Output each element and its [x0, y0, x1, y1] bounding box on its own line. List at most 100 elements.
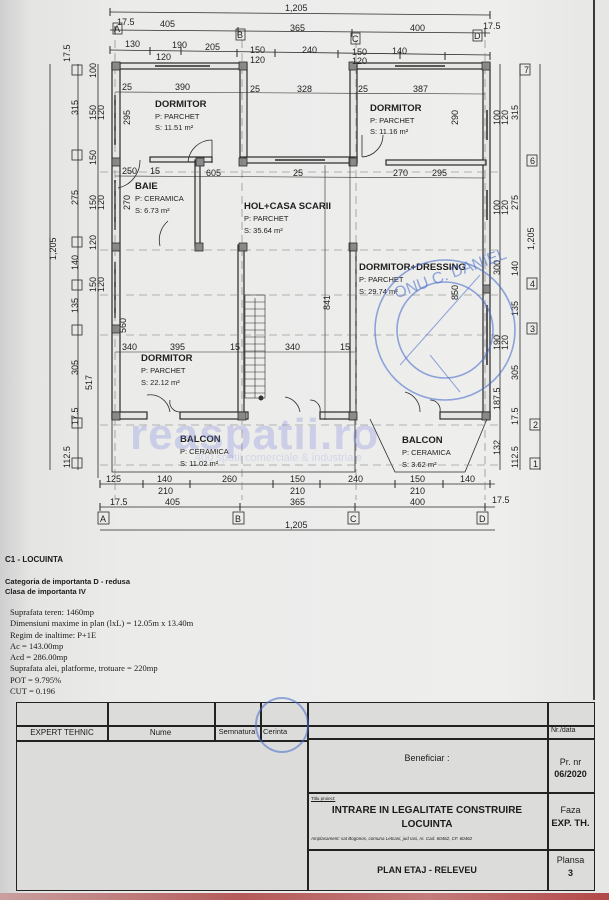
dim-interior: 15: [340, 342, 350, 352]
room-name: DORMITOR: [370, 103, 422, 114]
dim-bottom: 150: [290, 474, 305, 484]
name-label: Nume: [149, 728, 172, 737]
sheet-border: [593, 0, 595, 700]
axis-label-d-bottom: D: [479, 514, 486, 524]
sheet-number: 3: [567, 868, 573, 878]
axis-label-a-bottom: A: [100, 514, 106, 524]
dim-left: 315: [70, 100, 80, 115]
dim-interior: 390: [175, 82, 190, 92]
dim-top: 205: [205, 42, 220, 52]
param-line: POT = 9.795%: [10, 674, 62, 685]
dim-overall-height: 1,205: [48, 237, 58, 260]
dim-right: 187.5: [492, 387, 502, 410]
dim-top: 240: [302, 45, 317, 55]
dim-top: 17.5: [483, 21, 501, 31]
project-title-line1: INTRARE IN LEGALITATE CONSTRUIRE: [331, 805, 523, 816]
importance-category: Categoria de importanta D - redusa: [5, 577, 131, 586]
room-area: S: 11.51 m²: [155, 123, 194, 132]
param-line: CUT = 0.196: [10, 686, 56, 697]
dim-interior: 295: [122, 110, 132, 125]
dim-right: 315: [510, 105, 520, 120]
dim-bottom: 240: [348, 474, 363, 484]
room-area: S: 29.74 m²: [359, 287, 398, 296]
dim-top: 140: [392, 46, 407, 56]
phase-value: EXP. TH.: [551, 818, 590, 829]
dim-bottom: 150: [410, 474, 425, 484]
dim-right: 140: [510, 261, 520, 276]
axis-label-c-bottom: C: [350, 514, 357, 524]
expert-label: EXPERT TEHNIC: [30, 728, 94, 737]
dim-interior: 387: [413, 84, 428, 94]
location-text: Amplasament: sat Bogonos, comuna Letcani…: [311, 836, 473, 841]
dim-interior: 15: [230, 342, 240, 352]
dim-bottom: 140: [157, 474, 172, 484]
phase-label: Faza: [560, 805, 581, 815]
dim-right: 100: [492, 200, 502, 215]
dim-left: 150: [88, 195, 98, 210]
room-floor: P: PARCHET: [141, 366, 186, 375]
room-name: HOL+CASA SCARII: [244, 201, 331, 212]
dim-top: 120: [352, 56, 367, 66]
axis-label-1: 1: [533, 459, 538, 469]
dim-overall-width: 1,205: [285, 3, 308, 13]
room-area: S: 3.62 m²: [402, 460, 437, 469]
nr-data-label: Nr./data: [551, 727, 576, 734]
dim-interior: 340: [122, 342, 137, 352]
dim-left: 100: [88, 63, 98, 78]
dim-bottom: 210: [290, 486, 305, 496]
dim-right: 112.5: [510, 446, 520, 468]
room-floor: P: CERAMICA: [402, 448, 451, 457]
room-floor: P: PARCHET: [155, 112, 200, 121]
beneficiary-label: Beneficiar :: [404, 753, 450, 763]
room-area: S: 6.73 m²: [135, 206, 170, 215]
room-name: BALCON: [402, 435, 443, 446]
project-title-label: Titlu proiect:: [311, 796, 336, 801]
dim-left: 17.5: [70, 407, 80, 425]
floor-plan: A B C D A B C D 7 6 4 3 2 1 1,205 17.5 4…: [48, 3, 541, 531]
dim-left: 517: [84, 375, 94, 390]
room-floor: P: CERAMICA: [135, 194, 184, 203]
dim-bottom: 140: [460, 474, 475, 484]
param-line: Acd = 286.00mp: [10, 652, 68, 663]
dim-overall-height-right: 1,205: [526, 227, 536, 250]
project-number-label: Pr. nr: [559, 757, 582, 767]
room-floor: P: PARCHET: [370, 116, 415, 125]
room-area: S: 35.64 m²: [244, 226, 283, 235]
dim-right: 120: [500, 200, 510, 215]
watermark-logo: reaspatii.ro: [130, 410, 380, 459]
dim-interior: 270: [393, 168, 408, 178]
dim-interior: 850: [450, 285, 460, 300]
parameters-list: Suprafata teren: 1460mp Dimensiuni maxim…: [5, 607, 305, 697]
dim-left: 120: [96, 277, 106, 292]
axis-label-2: 2: [533, 420, 538, 430]
axis-label-a: A: [114, 24, 120, 34]
dim-right: 100: [492, 110, 502, 125]
dim-left: 135: [70, 298, 80, 313]
dim-bottom: 17.5: [110, 497, 128, 507]
staircase: [244, 294, 266, 399]
room-name: BALCON: [180, 434, 221, 445]
dim-top: 150: [352, 47, 367, 57]
dim-interior: 290: [450, 110, 460, 125]
dim-top: 400: [410, 23, 425, 33]
dim-left: 150: [88, 105, 98, 120]
param-line: Suprafata alei, platforme, trotuare = 22…: [10, 663, 158, 674]
dim-interior: 328: [297, 84, 312, 94]
axis-label-6: 6: [530, 156, 535, 166]
dim-right: 120: [500, 335, 510, 350]
dim-top: 120: [156, 52, 171, 62]
sheet-title: PLAN ETAJ - RELEVEU: [377, 865, 477, 875]
dim-left: 150: [88, 277, 98, 292]
dim-left: 560: [118, 318, 128, 333]
room-name: DORMITOR: [141, 353, 193, 364]
param-line: Ac = 143.00mp: [10, 640, 64, 651]
dim-bottom: 210: [410, 486, 425, 496]
company-stamp: [255, 697, 309, 753]
dim-interior: 15: [150, 166, 160, 176]
building-heading: C1 - LOCUINTA: [5, 555, 64, 564]
dim-left: 112.5: [62, 446, 72, 468]
room-area: S: 11.16 m²: [370, 127, 409, 136]
expert-stamp: [374, 259, 516, 401]
dim-interior: 250: [122, 166, 137, 176]
room-name: BAIE: [135, 181, 158, 192]
